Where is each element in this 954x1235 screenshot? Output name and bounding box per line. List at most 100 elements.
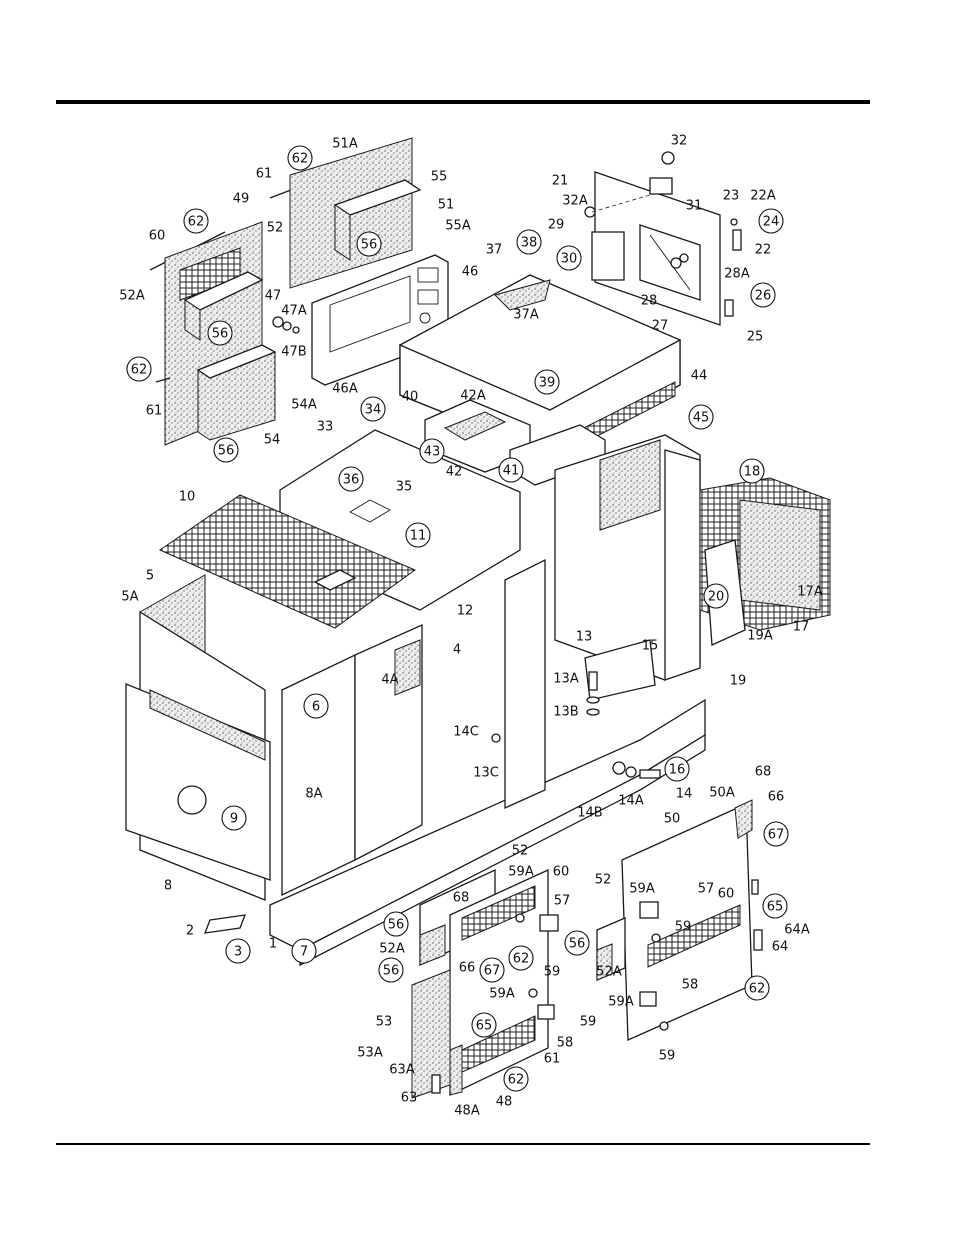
part-53 <box>411 969 451 1099</box>
callout-text: 13A <box>553 672 579 687</box>
callout-text: 13B <box>553 705 578 720</box>
callout-text: 40 <box>402 390 419 405</box>
right-enclosure <box>491 434 831 779</box>
callout-19A: 19A <box>747 629 773 644</box>
callout-51A: 51A <box>332 137 358 152</box>
callout-circle <box>758 208 784 234</box>
part-8-hole <box>177 785 207 815</box>
callout-text: 62 <box>749 982 766 997</box>
callout-58: 58 <box>557 1036 574 1051</box>
callout-46A: 46A <box>332 382 358 397</box>
callout-text: 22A <box>750 189 776 204</box>
callout-circle <box>479 957 505 983</box>
callout-62: 62 <box>744 975 770 1001</box>
callout-circle <box>763 821 789 847</box>
part-32a <box>584 206 596 218</box>
callout-circle <box>183 208 209 234</box>
part-14a <box>625 766 637 778</box>
callout-text: 55A <box>445 219 471 234</box>
top-rule <box>56 100 870 104</box>
callout-text: 14 <box>676 787 693 802</box>
callout-50: 50 <box>664 812 681 827</box>
callout-text: 66 <box>459 961 476 976</box>
callout-text: 19 <box>730 674 747 689</box>
callout-33: 33 <box>317 420 334 435</box>
callout-5: 5 <box>146 569 154 584</box>
callout-text: 36 <box>343 473 360 488</box>
callout-text: 7 <box>300 945 308 960</box>
part-42a <box>443 411 507 441</box>
callout-32: 32 <box>671 134 688 149</box>
callout-circle <box>383 911 409 937</box>
callout-text: 56 <box>388 918 405 933</box>
part-32 <box>661 151 675 165</box>
callout-circle <box>703 583 729 609</box>
callout-18: 18 <box>739 458 765 484</box>
callout-text: 57 <box>554 894 571 909</box>
callout-circle <box>471 1012 497 1038</box>
callout-circle <box>750 282 776 308</box>
callout-circle <box>360 396 386 422</box>
callout-circle <box>338 466 364 492</box>
callout-circle <box>498 457 524 483</box>
callout-50A: 50A <box>709 786 735 801</box>
callout-circle <box>534 369 560 395</box>
callout-text: 67 <box>768 828 785 843</box>
callout-47A: 47A <box>281 304 307 319</box>
callout-32A: 32A <box>562 194 588 209</box>
callout-56: 56 <box>207 320 233 346</box>
callout-8: 8 <box>164 879 172 894</box>
part-47a <box>282 321 292 331</box>
callout-text: 58 <box>557 1036 574 1051</box>
callout-15: 15 <box>642 639 659 654</box>
part-6 <box>281 653 356 897</box>
part-59-right-2 <box>659 1021 669 1031</box>
callout-68: 68 <box>755 765 772 780</box>
callout-61: 61 <box>146 404 163 419</box>
callout-44: 44 <box>691 369 708 384</box>
callout-61: 61 <box>256 167 273 182</box>
callout-text: 3 <box>234 945 242 960</box>
callout-text: 39 <box>539 376 556 391</box>
part-47b <box>292 326 300 334</box>
callout-text: 56 <box>361 238 378 253</box>
callout-text: 26 <box>755 289 772 304</box>
callout-circle <box>564 930 590 956</box>
callout-text: 52A <box>119 289 145 304</box>
callout-text: 53A <box>357 1046 383 1061</box>
callout-text: 54A <box>291 398 317 413</box>
callout-6: 6 <box>303 693 329 719</box>
callout-23: 23 <box>723 189 740 204</box>
callout-text: 28A <box>724 267 750 282</box>
callout-text: 4A <box>381 673 398 688</box>
callout-text: 60 <box>149 229 166 244</box>
callout-text: 50 <box>664 812 681 827</box>
callout-text: 62 <box>131 363 148 378</box>
part-57-lower <box>539 914 559 932</box>
callout-text: 19A <box>747 629 773 644</box>
callout-2: 2 <box>186 924 194 939</box>
callout-19: 19 <box>730 674 747 689</box>
callout-63: 63 <box>401 1091 418 1106</box>
callout-13A: 13A <box>553 672 579 687</box>
callout-59A: 59A <box>608 995 634 1010</box>
callout-52A: 52A <box>596 965 622 980</box>
part-27-glare <box>649 234 691 291</box>
callout-text: 46A <box>332 382 358 397</box>
part-10-plate <box>313 569 357 591</box>
part-22 <box>732 229 742 251</box>
callout-64: 64 <box>772 940 789 955</box>
main-enclosure <box>125 558 706 967</box>
part-15-insul <box>599 439 661 531</box>
bottom-rule <box>56 1143 870 1145</box>
callout-text: 34 <box>365 403 382 418</box>
top-cover-assembly <box>399 274 681 486</box>
callout-text: 61 <box>544 1052 561 1067</box>
part-31 <box>649 177 673 195</box>
callout-text: 32A <box>562 194 588 209</box>
callout-54: 54 <box>264 433 281 448</box>
part-48a <box>449 1044 463 1096</box>
part-59a-lower <box>515 913 525 923</box>
